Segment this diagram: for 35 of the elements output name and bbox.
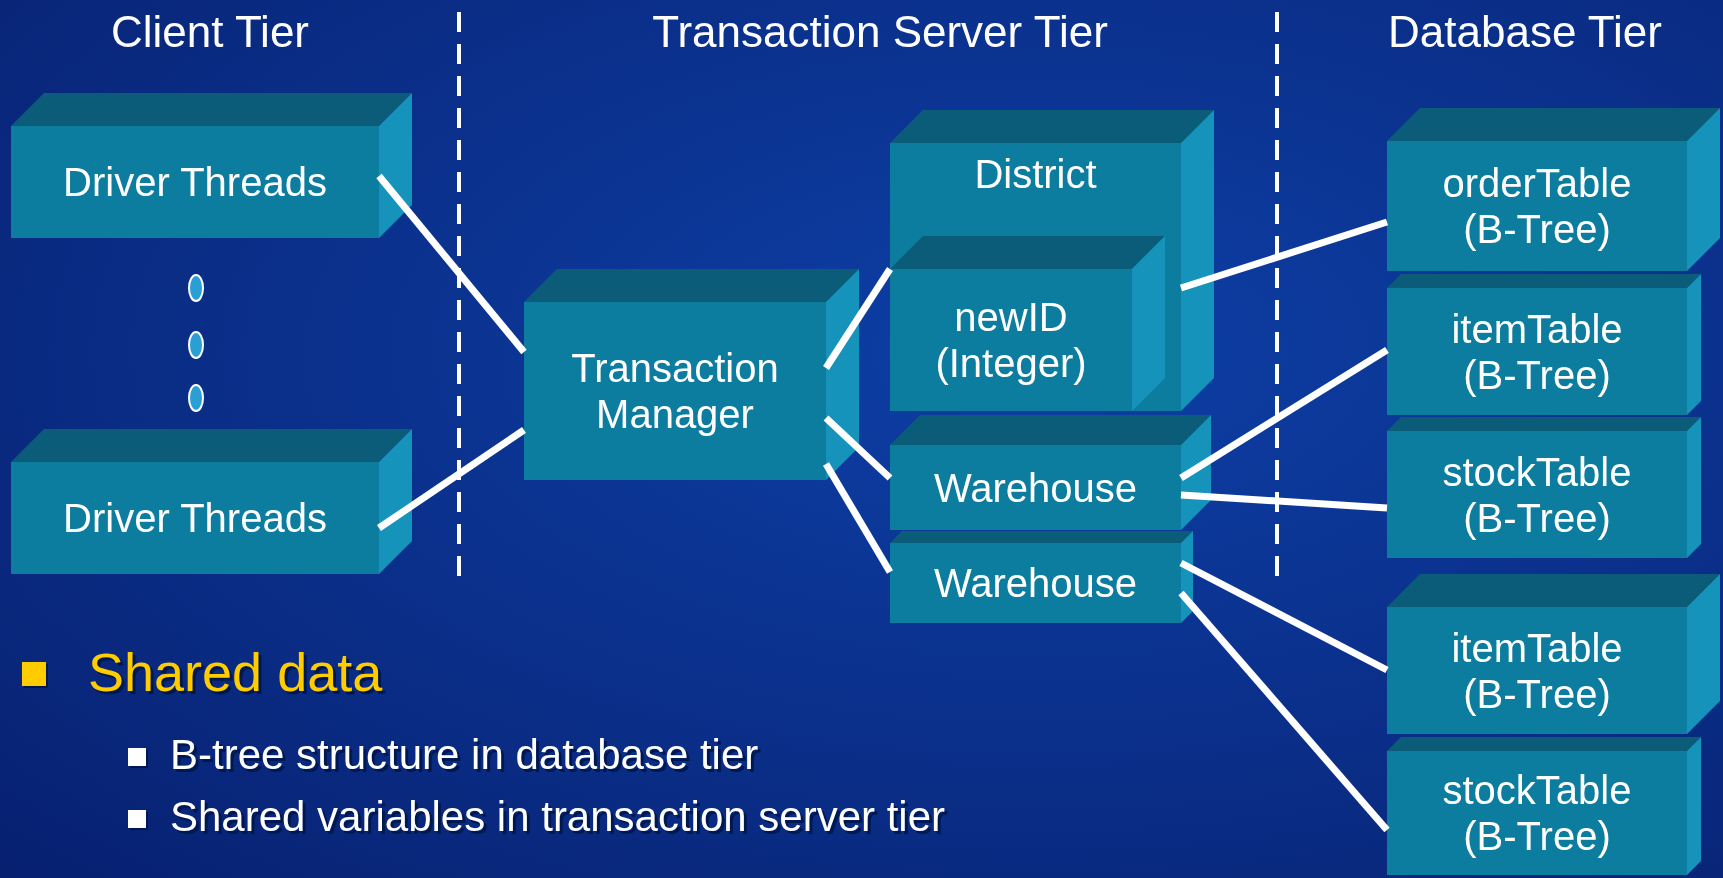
bullet-text: B-tree structure in database tier [170,730,759,780]
connector-line [377,427,526,531]
node-label: stockTable (B-Tree) [1441,448,1633,541]
node-label: itemTable (B-Tree) [1450,305,1624,398]
connector-line [1178,590,1390,833]
node-label: itemTable (B-Tree) [1450,624,1624,717]
connector-line [1179,559,1389,674]
node-label: stockTable (B-Tree) [1441,767,1633,859]
node-label: Warehouse [933,560,1138,606]
node-box [524,302,826,480]
connector-line [1179,347,1389,481]
node-box [890,143,1181,411]
bullet-text: Shared variables in transaction server tier [170,792,946,842]
node-box [11,126,379,238]
connector-line [1180,491,1388,512]
node-box [1387,141,1687,271]
tier-heading: Transaction Server Tier [651,6,1109,58]
node-box [11,462,379,574]
node-label: newID (Integer) [934,294,1088,386]
node-box [1387,607,1687,734]
connector-line [823,415,893,481]
connector-line [823,462,893,574]
node-label: Warehouse [933,464,1138,511]
tier-heading: Client Tier [109,6,311,58]
node-label: Driver Threads [63,159,327,205]
node-box [890,445,1181,530]
node-label: orderTable (B-Tree) [1441,160,1633,252]
node-label: Driver Threads [63,495,327,541]
node-label: Transaction Manager [570,345,780,437]
connector-line [823,267,893,370]
connector-line [376,173,527,355]
tier-heading: Database Tier [1387,6,1663,58]
node-label: District [974,151,1097,197]
node-box [890,543,1181,623]
bullet-text: Shared data [88,641,383,704]
